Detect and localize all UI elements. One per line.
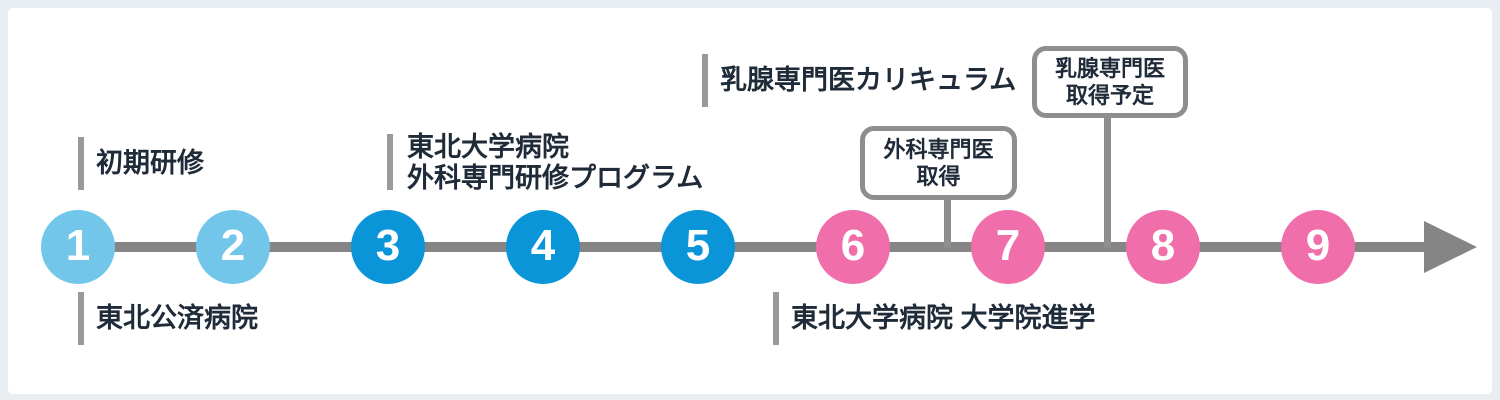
label-above-year3-line1: 東北大学病院 [407, 132, 569, 162]
timeline-node-year1: 1 [41, 210, 115, 284]
timeline-node-number: 9 [1305, 221, 1331, 270]
timeline-node-year9: 9 [1281, 210, 1355, 284]
timeline-node-number: 2 [220, 221, 246, 270]
timeline-node-year2: 2 [196, 210, 270, 284]
label-below-year6: 東北大学病院 大学院進学 [791, 303, 1096, 333]
timeline-node-year4: 4 [506, 210, 580, 284]
timeline-arrowhead-icon [1424, 221, 1477, 273]
timeline-node-number: 3 [375, 221, 401, 270]
timeline-node-number: 6 [840, 221, 866, 270]
tick-below-year6 [773, 292, 779, 345]
callout-breast-specialist: 乳腺専門医 取得予定 [1032, 46, 1188, 118]
timeline-line [62, 242, 1430, 252]
timeline-node-year6: 6 [816, 210, 890, 284]
timeline-node-year8: 8 [1126, 210, 1200, 284]
timeline-node-number: 1 [65, 221, 91, 270]
timeline-node-number: 4 [530, 221, 556, 270]
callout-surgical-specialist-line2: 取得 [916, 164, 961, 189]
tick-above-year1 [78, 137, 84, 190]
callout-breast-specialist-line2: 取得予定 [1065, 83, 1154, 108]
label-below-year1: 東北公済病院 [96, 303, 258, 333]
label-above-year3-line2: 外科専門研修プログラム [407, 163, 704, 193]
timeline-node-year3: 3 [351, 210, 425, 284]
callout-surgical-specialist-line1: 外科専門医 [883, 137, 994, 162]
timeline-node-number: 7 [995, 221, 1021, 270]
callout-breast-specialist-line1: 乳腺専門医 [1054, 56, 1165, 81]
timeline-node-number: 5 [685, 221, 711, 270]
callout-stem-1 [944, 196, 951, 248]
label-above-year1: 初期研修 [96, 148, 204, 178]
callout-stem-2 [1104, 114, 1111, 248]
timeline-node-year5: 5 [661, 210, 735, 284]
timeline-node-year7: 7 [971, 210, 1045, 284]
tick-above-year3 [387, 134, 393, 190]
label-above-year5: 乳腺専門医カリキュラム [720, 65, 1017, 95]
tick-above-year5 [702, 54, 708, 107]
timeline-node-number: 8 [1150, 221, 1176, 270]
callout-surgical-specialist: 外科専門医 取得 [860, 126, 1017, 200]
infographic-card [8, 8, 1492, 394]
tick-below-year1 [78, 292, 84, 345]
label-above-year3: 東北大学病院 外科専門研修プログラム [407, 132, 703, 194]
